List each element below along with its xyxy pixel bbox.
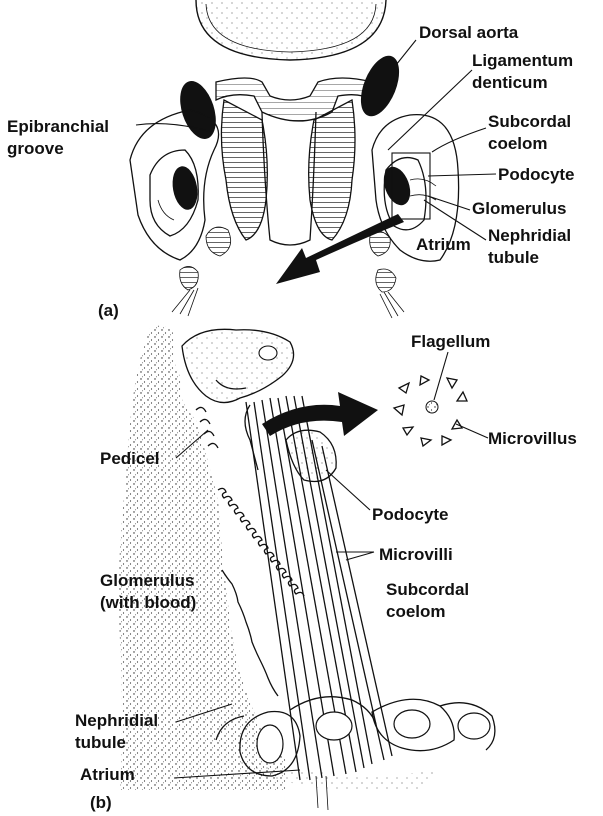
label-glomerulus-b-line2: (with blood) (100, 593, 196, 612)
dorsal-aorta-left (174, 77, 223, 144)
label-dorsal-aorta: Dorsal aorta (419, 23, 519, 42)
label-ligamentum-line1: Ligamentum (472, 51, 573, 70)
label-pedicel: Pedicel (100, 449, 160, 468)
notochord-shape (196, 0, 386, 60)
label-podocyte-b: Podocyte (372, 505, 449, 524)
label-glomerulus-a: Glomerulus (472, 199, 566, 218)
label-flagellum: Flagellum (411, 332, 490, 351)
label-podocyte-a: Podocyte (498, 165, 575, 184)
label-nephridial-a-line1: Nephridial (488, 226, 571, 245)
label-epibranchial-line2: groove (7, 139, 64, 158)
panel-tag-b: (b) (90, 793, 112, 812)
podocyte-upper (182, 329, 294, 402)
label-epibranchial-line1: Epibranchial (7, 117, 109, 136)
label-glomerulus-b-line1: Glomerulus (100, 571, 194, 590)
panel-a-illustration (130, 0, 496, 318)
cross-section-arrow (262, 392, 378, 436)
label-ligamentum-line2: denticum (472, 73, 548, 92)
label-atrium-a: Atrium (416, 235, 471, 254)
label-atrium-b: Atrium (80, 765, 135, 784)
label-subcordal-a-line1: Subcordal (488, 112, 571, 131)
label-nephridial-a-line2: tubule (488, 248, 539, 267)
label-subcordal-b-line2: coelom (386, 602, 446, 621)
label-nephridial-b-line2: tubule (75, 733, 126, 752)
flagellum-dot (426, 401, 438, 413)
label-subcordal-a-line2: coelom (488, 134, 548, 153)
label-nephridial-b-line1: Nephridial (75, 711, 158, 730)
label-microvilli: Microvilli (379, 545, 453, 564)
cross-section-diagram (394, 376, 467, 446)
panel-tag-a: (a) (98, 301, 119, 320)
label-subcordal-b-line1: Subcordal (386, 580, 469, 599)
panel-b-illustration (119, 326, 495, 810)
label-microvillus: Microvillus (488, 429, 577, 448)
